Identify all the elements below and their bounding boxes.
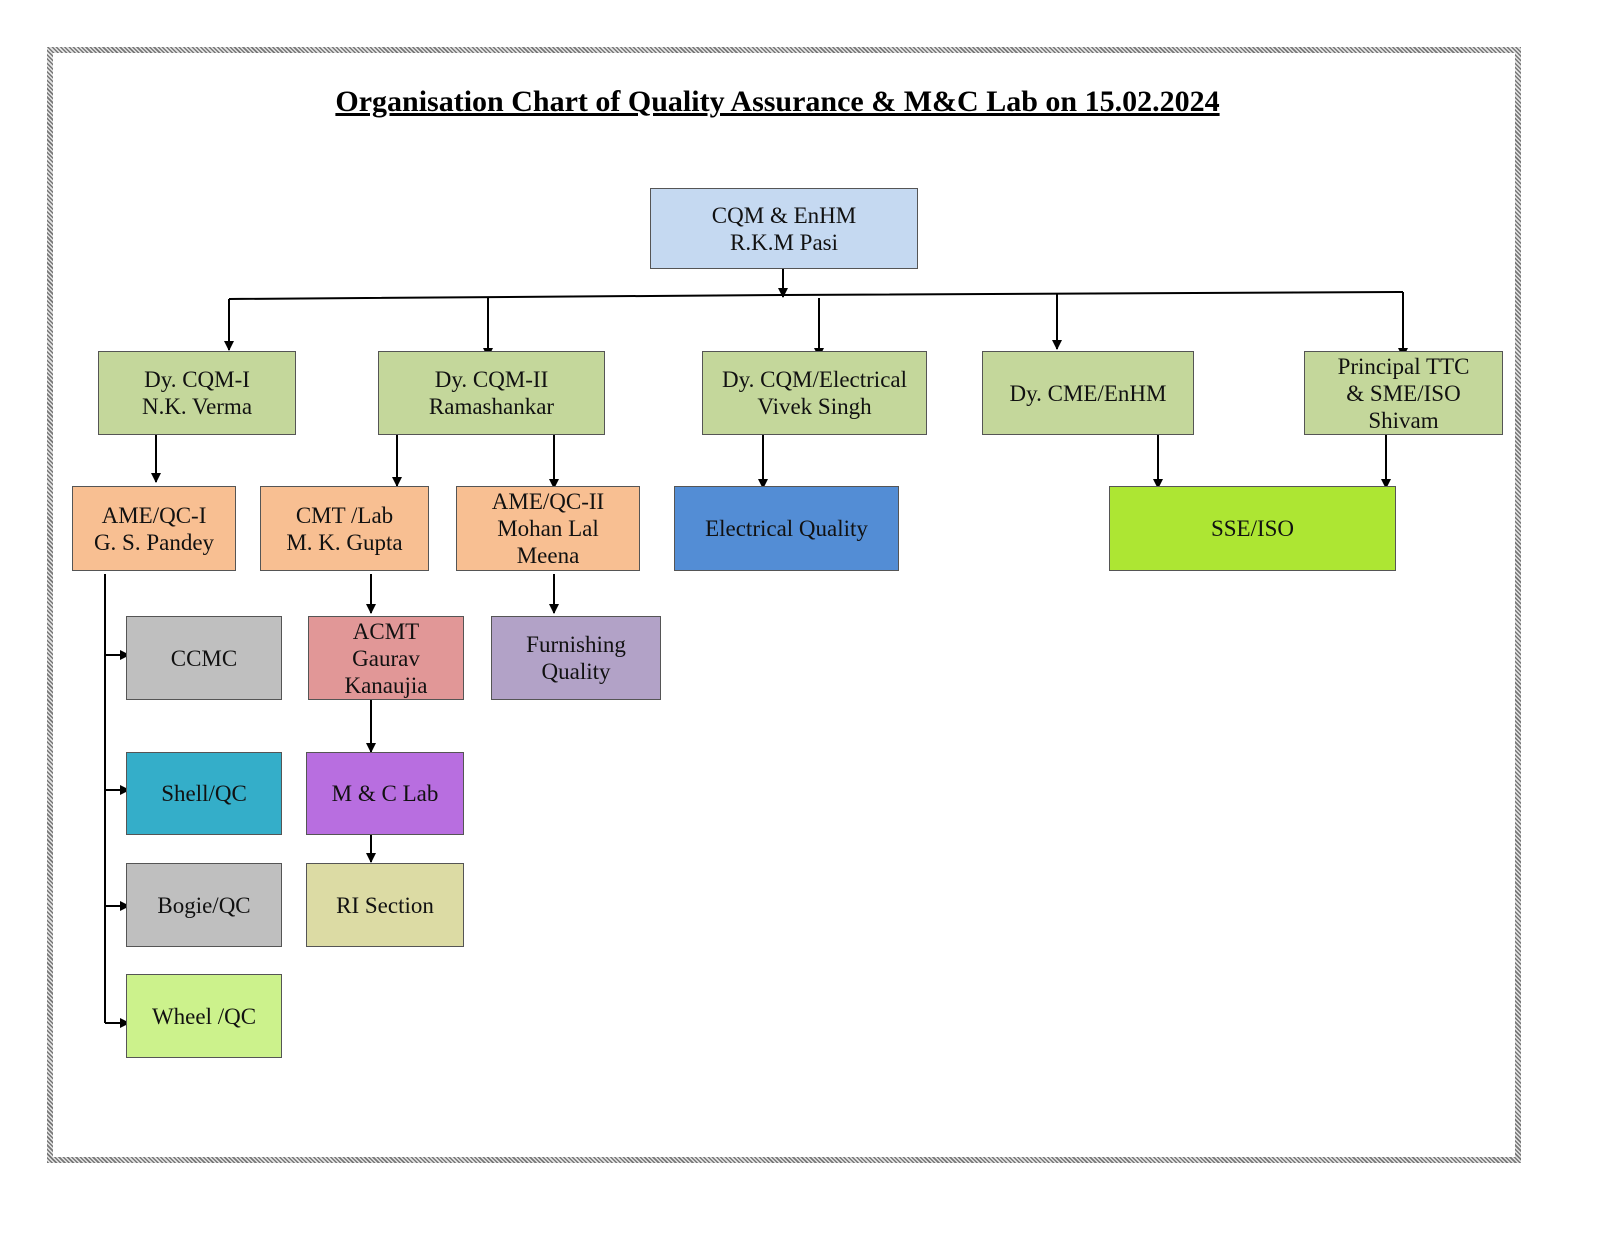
node-line: CQM & EnHM [711,202,857,228]
node-line: Ramashankar [428,394,555,419]
node-electrical-quality: Electrical Quality [674,486,899,571]
node-mc-lab: M & C Lab [306,752,464,835]
node-line: Shivam [1368,407,1439,433]
node-line: N.K. Verma [141,394,253,419]
chart-title: Organisation Chart of Quality Assurance … [335,85,1220,118]
node-line: RI Section [336,892,434,918]
node-principal-ttc: Principal TTC & SME/ISO Shivam [1304,351,1503,435]
node-furnishing-quality: Furnishing Quality [491,616,661,700]
node-line: AME/QC-I [101,502,207,528]
node-line: Bogie/QC [157,892,251,918]
node-line: G. S. Pandey [93,529,215,555]
node-line: Dy. CQM/Electrical [721,367,907,392]
node-line: Dy. CME/EnHM [1009,380,1167,406]
node-line: Furnishing [526,632,626,657]
node-line: Principal TTC [1337,353,1470,379]
node-sse-iso: SSE/ISO [1109,486,1396,571]
node-line: CMT /Lab [295,502,394,528]
node-cqm-enhm: CQM & EnHM R.K.M Pasi [650,188,918,269]
node-line: Gaurav [352,645,420,671]
node-ri-section: RI Section [306,863,464,947]
node-line: SSE/ISO [1210,516,1295,541]
node-line: & SME/ISO [1346,380,1461,406]
node-ccmc: CCMC [126,616,282,700]
node-shell-qc: Shell/QC [126,752,282,835]
node-line: R.K.M Pasi [730,229,838,255]
node-wheel-qc: Wheel /QC [126,974,282,1058]
node-cmt-lab: CMT /Lab M. K. Gupta [260,486,429,571]
node-dy-cqm-1: Dy. CQM-I N.K. Verma [98,351,296,435]
node-ame-qc-2: AME/QC-II Mohan Lal Meena [456,486,640,571]
node-line: ACMT [352,618,420,644]
node-line: Dy. CQM-II [434,367,549,392]
node-line: Wheel /QC [151,1003,257,1029]
node-line: Electrical Quality [705,516,868,541]
node-line: CCMC [170,645,238,671]
node-line: Mohan Lal [497,516,599,541]
node-dy-cme-enhm: Dy. CME/EnHM [982,351,1194,435]
node-acmt: ACMT Gaurav Kanaujia [308,616,464,700]
connector-bus [228,291,1404,300]
node-line: Shell/QC [161,781,247,806]
node-ame-qc-1: AME/QC-I G. S. Pandey [72,486,236,571]
node-bogie-qc: Bogie/QC [126,863,282,947]
node-line: Quality [541,659,611,684]
node-dy-cqm-electrical: Dy. CQM/Electrical Vivek Singh [702,351,927,435]
node-line: Vivek Singh [757,394,872,419]
node-line: Kanaujia [344,672,428,698]
node-line: AME/QC-II [491,489,605,514]
node-line: Meena [516,543,580,568]
node-line: M & C Lab [331,781,439,806]
node-dy-cqm-2: Dy. CQM-II Ramashankar [378,351,605,435]
node-line: M. K. Gupta [286,529,403,555]
node-line: Dy. CQM-I [144,367,250,392]
